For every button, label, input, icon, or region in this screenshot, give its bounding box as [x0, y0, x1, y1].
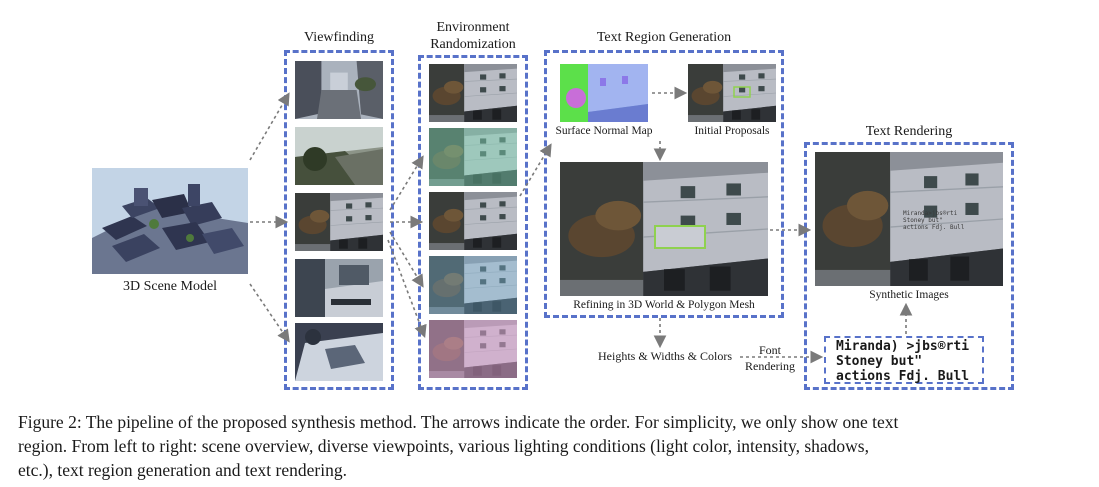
text-rendering-label: Text Rendering [865, 124, 953, 139]
initial-proposals-label: Initial Proposals [694, 125, 770, 137]
text-region-gen-label: Text Region Generation [596, 30, 732, 45]
env-image-5 [429, 320, 517, 378]
env-rand-label-1: Environment [436, 20, 510, 35]
arrow-scene-to-view-1 [249, 92, 290, 161]
viewfinding-label: Viewfinding [304, 30, 374, 45]
rendered-text: Miranda>jbs®rti Stoney but" actions Fdj.… [903, 210, 964, 231]
rendered-text-line-1: Miranda>jbs®rti [903, 210, 958, 217]
refining-label: Refining in 3D World & Polygon Mesh [573, 299, 755, 311]
text-rendering-box [804, 142, 1014, 390]
viewpoint-image-2 [295, 127, 383, 185]
arrow-scene-to-view-5 [249, 283, 290, 343]
arrow-env-to-region [519, 143, 552, 197]
caption-line-1: Figure 2: The pipeline of the proposed s… [18, 412, 899, 432]
synthetic-image: Miranda>jbs®rti Stoney but" actions Fdj.… [815, 152, 1003, 286]
font-sample-line-1: Miranda) >jbs®rti [836, 339, 970, 354]
font-rendering-label-1: Font [758, 343, 781, 357]
scene-model-label: 3D Scene Model [122, 279, 218, 294]
viewpoint-image-4 [295, 259, 383, 317]
caption-line-2: region. From left to right: scene overvi… [18, 436, 869, 456]
viewpoint-image-5 [295, 323, 383, 381]
synthetic-images-label: Synthetic Images [869, 289, 949, 301]
initial-proposals-image [688, 64, 776, 122]
surface-normal-label: Surface Normal Map [555, 125, 653, 137]
font-sample-box: Miranda) >jbs®rti Stoney but" actions Fd… [824, 336, 984, 384]
env-image-4 [429, 256, 517, 314]
rendered-text-line-3: actions Fdj. Bull [903, 224, 965, 231]
refining-image [560, 162, 768, 296]
env-rand-label-2: Randomization [430, 37, 516, 52]
rendered-text-line-2: Stoney but" [903, 217, 943, 224]
surface-normal-map-image [560, 64, 648, 122]
env-image-2 [429, 128, 517, 186]
font-sample-line-2: Stoney but" [836, 354, 923, 369]
heights-widths-label: Heights & Widths & Colors [598, 349, 732, 363]
arrow-view-to-env-4 [389, 231, 424, 288]
text-region-gen-box [544, 50, 784, 318]
arrow-view-to-env-5 [387, 239, 427, 338]
figure-caption: Figure 2: The pipeline of the proposed s… [18, 410, 1080, 482]
scene-model-image [92, 168, 248, 274]
arrow-view-to-env-2 [389, 155, 424, 211]
font-rendering-label-2: Rendering [745, 359, 795, 373]
caption-line-3: etc.), text region generation and text r… [18, 460, 347, 480]
font-sample-line-3: actions Fdj. Bull [836, 369, 970, 384]
